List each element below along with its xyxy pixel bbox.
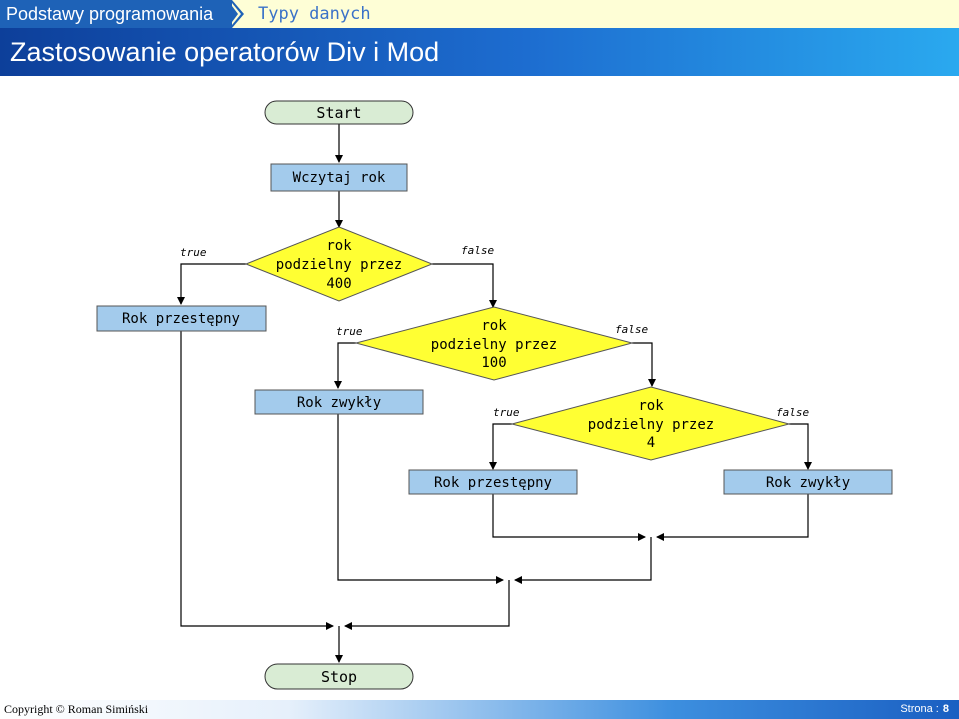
start-label: Start — [316, 104, 361, 122]
common-year-block-1: Rok zwykły — [254, 389, 424, 415]
top-navigation-bar: Podstawy programowania Typy danych — [0, 0, 959, 28]
stop-label: Stop — [321, 668, 357, 686]
decision-div-100-true-label: true — [336, 325, 363, 338]
page-title: Zastosowanie operatorów Div i Mod — [10, 37, 440, 67]
connectors — [177, 124, 812, 663]
decision-div-4-true-label: true — [493, 406, 520, 419]
leap-year-block-1: Rok przestępny — [96, 305, 267, 332]
decision-div-4-line-1: rok — [638, 398, 664, 414]
flowchart: Start Wczytaj rok rok podzielny przez 40… — [96, 100, 893, 690]
decision-div-100-false-label: false — [615, 323, 648, 336]
input-label: Wczytaj rok — [293, 170, 386, 186]
decision-div-400-true-label: true — [180, 246, 207, 259]
start-terminator: Start — [264, 100, 414, 125]
copyright-text: Copyright © Roman Simiński — [4, 702, 149, 716]
decision-div-400: rok podzielny przez 400 true false — [180, 226, 494, 302]
common-year-label-2: Rok zwykły — [766, 475, 850, 491]
decision-div-4-false-label: false — [776, 406, 809, 419]
decision-div-400-line-1: rok — [326, 238, 352, 254]
title-banner: Zastosowanie operatorów Div i Mod — [0, 28, 959, 76]
leap-year-block-2: Rok przestępny — [408, 469, 578, 495]
decision-div-400-line-2: podzielny przez — [276, 257, 402, 273]
decision-div-4-line-2: podzielny przez — [588, 417, 714, 433]
common-year-label-1: Rok zwykły — [297, 395, 381, 411]
subsection-title[interactable]: Typy danych — [258, 4, 371, 24]
page-indicator: Strona :8 — [900, 700, 949, 719]
breadcrumb-arrow-icon — [232, 0, 244, 28]
decision-div-100-line-1: rok — [481, 318, 507, 334]
page-label: Strona : — [900, 703, 939, 715]
decision-div-4: rok podzielny przez 4 true false — [493, 386, 809, 461]
section-title[interactable]: Podstawy programowania — [0, 0, 232, 28]
leap-year-label-1: Rok przestępny — [122, 311, 240, 327]
leap-year-label-2: Rok przestępny — [434, 475, 552, 491]
decision-div-100-line-2: podzielny przez — [431, 337, 557, 353]
common-year-block-2: Rok zwykły — [723, 469, 893, 495]
decision-div-400-false-label: false — [461, 244, 494, 257]
decision-div-400-line-3: 400 — [326, 276, 351, 292]
footer: Copyright © Roman Simiński Strona :8 — [0, 700, 959, 719]
page-number: 8 — [942, 703, 949, 715]
decision-div-100: rok podzielny przez 100 true false — [336, 306, 648, 381]
input-block: Wczytaj rok — [270, 163, 408, 192]
decision-div-4-line-3: 4 — [647, 435, 655, 451]
stop-terminator: Stop — [264, 663, 414, 690]
decision-div-100-line-3: 100 — [481, 355, 506, 371]
